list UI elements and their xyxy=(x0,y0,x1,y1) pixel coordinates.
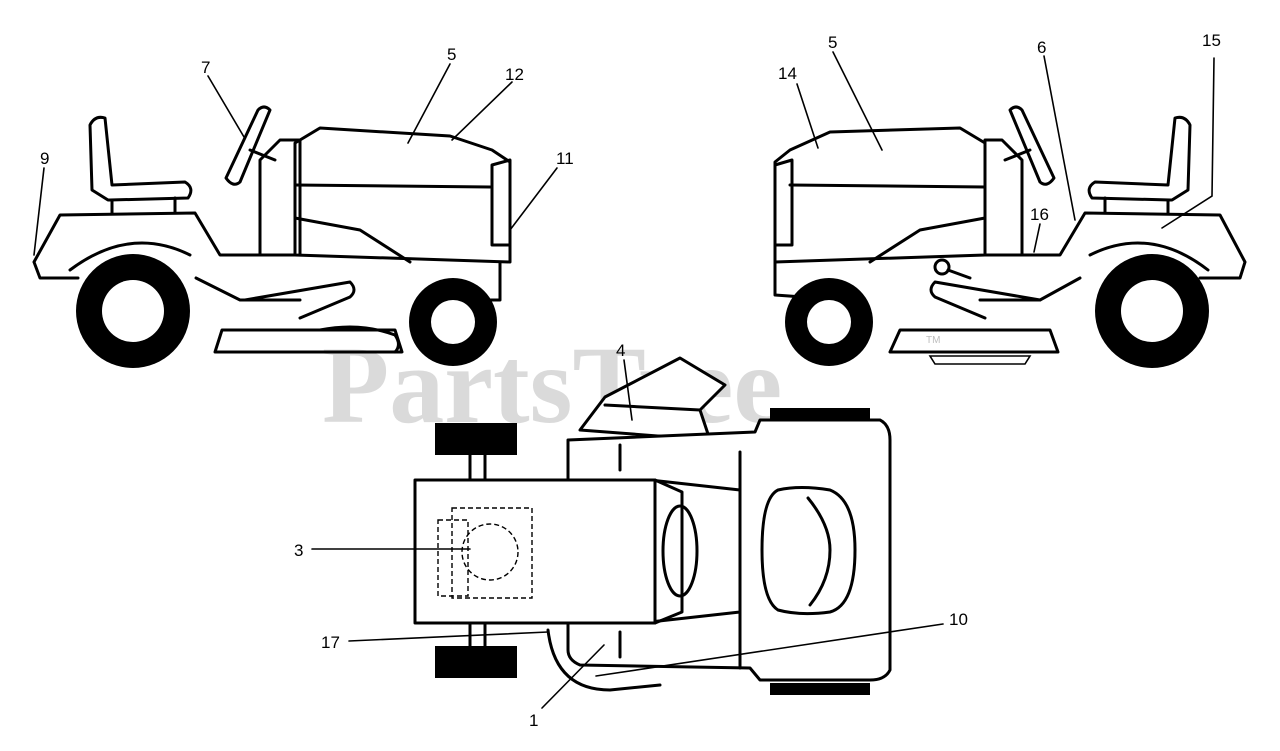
tractor-right-side-view xyxy=(773,105,1247,368)
callout-15: 15 xyxy=(1202,31,1221,50)
callout-7: 7 xyxy=(201,58,210,77)
callout-9: 9 xyxy=(40,149,49,168)
callout-1: 1 xyxy=(529,711,538,730)
callout-10: 10 xyxy=(949,610,968,629)
callout-16: 16 xyxy=(1030,205,1049,224)
leader-lines xyxy=(33,51,1215,709)
callout-6: 6 xyxy=(1037,38,1046,57)
callout-17: 17 xyxy=(321,633,340,652)
callout-labels: 7 5 12 9 11 5 14 6 15 16 4 3 17 10 1 xyxy=(40,31,1221,730)
callout-4: 4 xyxy=(616,341,625,360)
callout-11: 11 xyxy=(556,149,574,168)
watermark-trademark: TM xyxy=(926,335,940,346)
callout-5-left: 5 xyxy=(447,45,456,64)
tractor-left-side-view xyxy=(32,105,512,368)
callout-5-right: 5 xyxy=(828,33,837,52)
callout-3: 3 xyxy=(294,541,303,560)
callout-14: 14 xyxy=(778,64,797,83)
tractor-top-view xyxy=(413,356,892,695)
callout-12: 12 xyxy=(505,65,524,84)
